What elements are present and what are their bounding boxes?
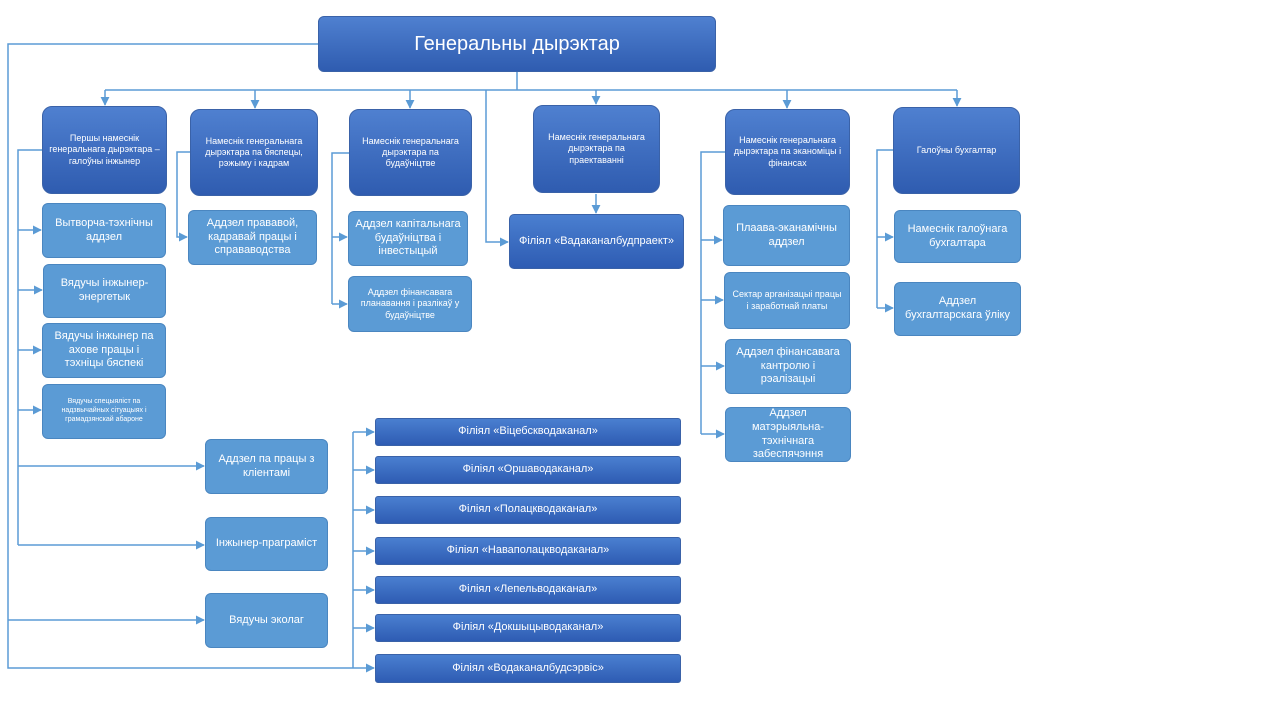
deputy-security-box: Намеснік генеральнага дырэктара па бяспе…: [190, 109, 318, 196]
deputy-chief-accountant: Намеснік галоўнага бухгалтара: [894, 210, 1021, 263]
chief-ecologist: Вядучы эколаг: [205, 593, 328, 648]
labor-organization-sector: Сектар арганізацыі працы і заработнай пл…: [724, 272, 850, 329]
accounting-dept: Аддзел бухгалтарскага ўліку: [894, 282, 1021, 336]
material-supply-dept: Аддзел матэрыяльна-тэхнічнага забеспячэн…: [725, 407, 851, 462]
branch-vitebsk: Філіял «Віцебскводаканал»: [375, 418, 681, 446]
deputy-construction-box: Намеснік генеральнага дырэктара па будаў…: [349, 109, 472, 196]
programmer-engineer: Інжынер-праграміст: [205, 517, 328, 571]
financial-control-dept: Аддзел фінансавага кантролю і рэалізацыі: [725, 339, 851, 394]
deputy-design-box: Намеснік генеральнага дырэктара па праек…: [533, 105, 660, 193]
first-deputy-box: Першы намеснік генеральнага дырэктара – …: [42, 106, 167, 194]
financial-planning-dept: Аддзел фінансавага планавання і разлікаў…: [348, 276, 472, 332]
client-department: Аддзел па працы з кліентамі: [205, 439, 328, 494]
branch-lepel: Філіял «Лепельводаканал»: [375, 576, 681, 604]
legal-hr-dept: Аддзел прававой, кадравай працы і справа…: [188, 210, 317, 265]
branch-service: Філіял «Водаканалбудсэрвіс»: [375, 654, 681, 683]
deputy-economics-box: Намеснік генеральнага дырэктара па экано…: [725, 109, 850, 195]
branch-orsha: Філіял «Оршаводаканал»: [375, 456, 681, 484]
emergency-specialist: Вядучы спецыяліст па надзвычайных сітуац…: [42, 384, 166, 439]
capital-construction-dept: Аддзел капітальнага будаўніцтва і інвест…: [348, 211, 468, 266]
chief-accountant-box: Галоўны бухгалтар: [893, 107, 1020, 194]
production-technical-dept: Вытворча-тэхнічны аддзел: [42, 203, 166, 258]
branch-dokshitsy: Філіял «Докшыцыводаканал»: [375, 614, 681, 642]
planning-economic-dept: Плаава-эканамічны аддзел: [723, 205, 850, 266]
director-box: Генеральны дырэктар: [318, 16, 716, 72]
branch-design-institute: Філіял «Вадаканалбудпраект»: [509, 214, 684, 269]
labor-safety-engineer: Вядучы інжынер па ахове працы і тэхніцы …: [42, 323, 166, 378]
chief-power-engineer: Вядучы інжынер-энергетык: [43, 264, 166, 318]
branch-novopolotsk: Філіял «Наваполацкводаканал»: [375, 537, 681, 565]
branch-polotsk: Філіял «Полацкводаканал»: [375, 496, 681, 524]
